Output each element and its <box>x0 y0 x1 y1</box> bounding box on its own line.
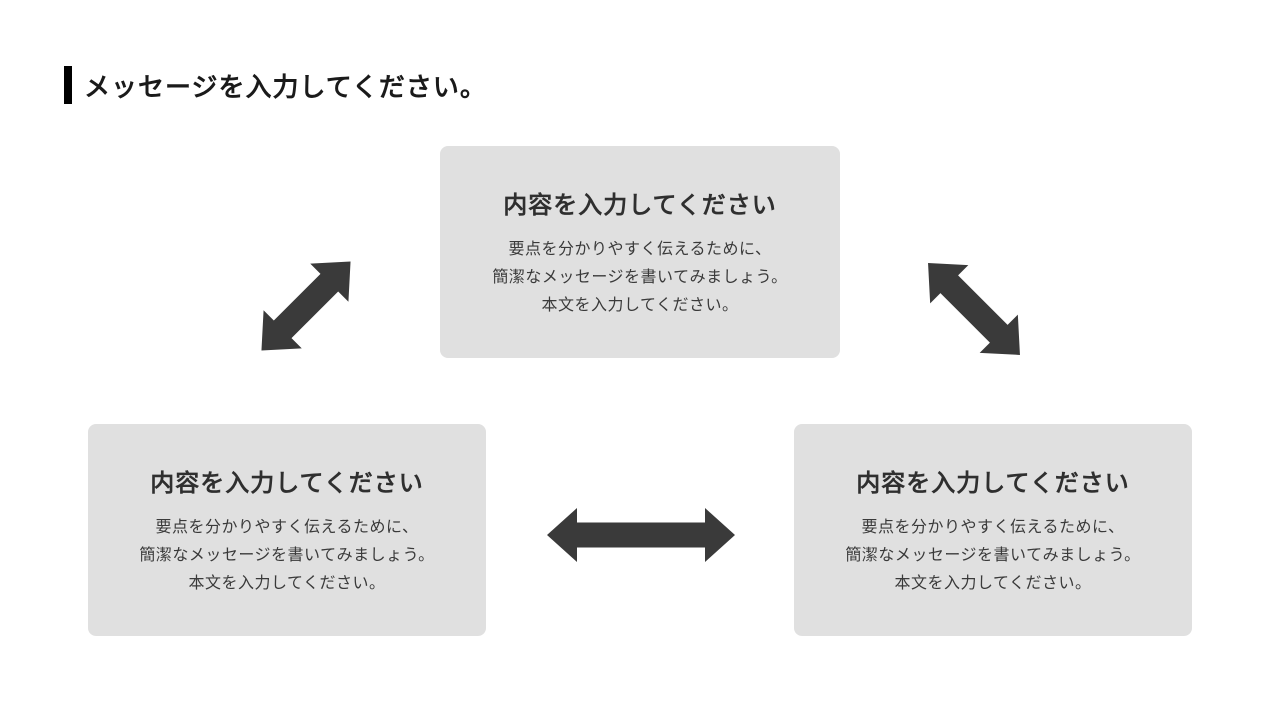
double-headed-arrow-horizontal-icon <box>547 507 735 563</box>
card-heading: 内容を入力してください <box>503 191 777 219</box>
card-bottom-left: 内容を入力してください 要点を分かりやすく伝えるために、 簡潔なメッセージを書い… <box>88 424 486 636</box>
card-top-center: 内容を入力してください 要点を分かりやすく伝えるために、 簡潔なメッセージを書い… <box>440 146 840 358</box>
card-body-line: 本文を入力してください。 <box>541 296 739 314</box>
card-body-line: 本文を入力してください。 <box>894 574 1092 592</box>
card-body-line: 簡潔なメッセージを書いてみましょう。 <box>845 546 1141 564</box>
card-body-line: 本文を入力してください。 <box>188 574 386 592</box>
card-body-line: 簡潔なメッセージを書いてみましょう。 <box>139 546 435 564</box>
card-bottom-right: 内容を入力してください 要点を分かりやすく伝えるために、 簡潔なメッセージを書い… <box>794 424 1192 636</box>
card-body-line: 要点を分かりやすく伝えるために、 <box>861 518 1125 536</box>
slide-title: メッセージを入力してください。 <box>84 71 487 102</box>
card-heading: 内容を入力してください <box>150 469 424 497</box>
card-body-line: 簡潔なメッセージを書いてみましょう。 <box>492 268 788 286</box>
card-body-line: 要点を分かりやすく伝えるために、 <box>155 518 419 536</box>
double-headed-arrow-ne-sw-icon <box>242 242 371 371</box>
slide-title-block: メッセージを入力してください。 <box>64 66 487 104</box>
card-body: 要点を分かりやすく伝えるために、 簡潔なメッセージを書いてみましょう。 本文を入… <box>845 514 1140 598</box>
title-accent-bar <box>64 66 72 104</box>
double-headed-arrow-nw-se-icon <box>908 243 1040 375</box>
card-body: 要点を分かりやすく伝えるために、 簡潔なメッセージを書いてみましょう。 本文を入… <box>139 514 434 598</box>
card-body: 要点を分かりやすく伝えるために、 簡潔なメッセージを書いてみましょう。 本文を入… <box>492 236 787 320</box>
card-heading: 内容を入力してください <box>856 469 1130 497</box>
card-body-line: 要点を分かりやすく伝えるために、 <box>508 240 772 258</box>
